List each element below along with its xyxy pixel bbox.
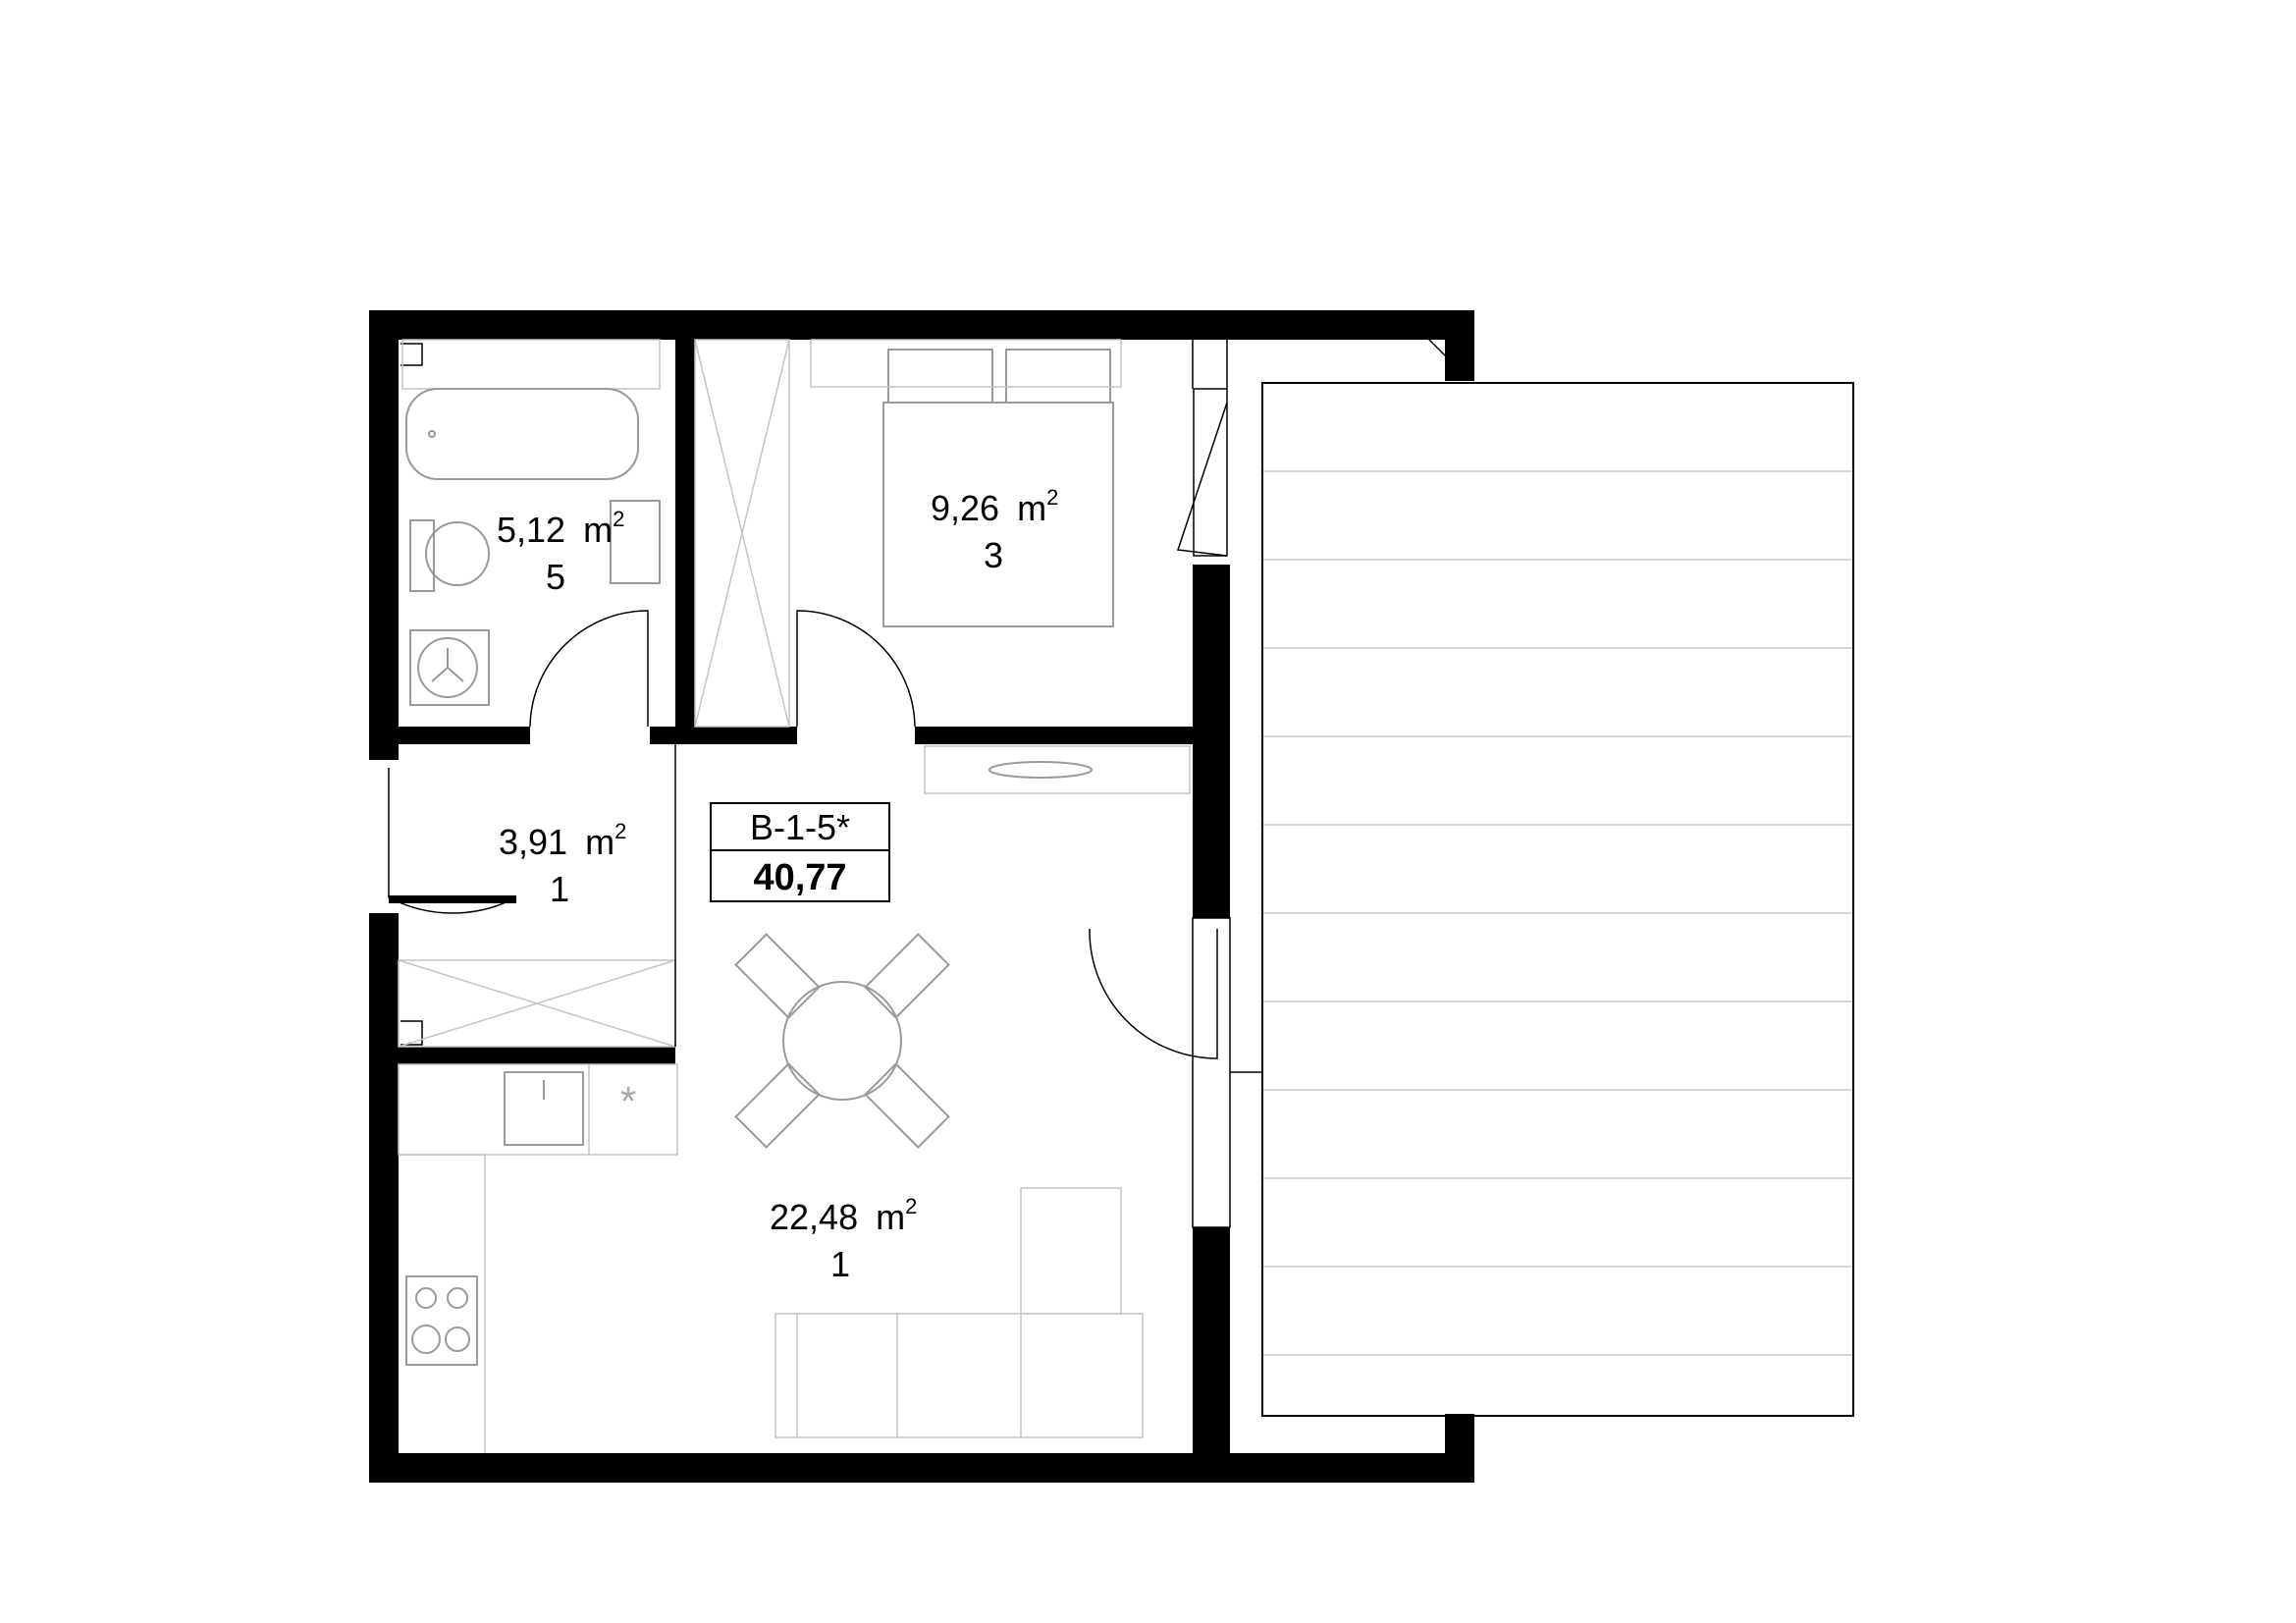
doors [388,388,1228,1059]
door-bathroom [529,610,649,728]
toilet [425,521,490,586]
washing-machine [409,629,490,706]
bedroom-number: 3 [984,535,1003,575]
door-entrance [388,768,517,914]
wall-insets [400,333,1446,1046]
cooktop [405,1275,478,1366]
wall-bath-bottom-r [650,727,797,744]
bedroom-fixtures [694,339,1122,728]
wall-hall-entrance-stub [389,895,516,903]
living-area: 22,48 [770,1197,858,1237]
wall-top [369,310,1474,340]
door-bedroom [796,610,916,728]
unit-label-box [710,802,890,902]
kitchen-sink [504,1071,584,1146]
sink-mark: * [620,1078,636,1124]
dining-table [782,981,902,1101]
door-terrace [1089,928,1218,1059]
hallway-area: 3,91 [499,822,567,862]
wall-hall-closet [399,1047,675,1064]
wall-left-upper [369,310,399,760]
wall-bottom [369,1453,1474,1483]
terrace-deck-boards [1263,470,1852,1356]
living-fixtures [398,745,1262,1453]
bed [882,402,1114,627]
wall-east-segment-1 [1193,565,1230,918]
hallway-fixtures [398,744,676,1048]
bathroom-number: 5 [546,557,565,597]
wall-east-segment-2 [1193,1227,1230,1463]
wall-bath-bottom [399,727,530,744]
kitchen-counter [399,1154,486,1453]
exterior-walls [369,310,1474,1483]
unit-total-area: 40,77 [753,857,846,898]
unit-code: B-1-5* [750,807,850,847]
interior-walls [389,340,1193,1064]
bathroom-fixtures [401,339,661,706]
bathroom-sink [610,500,661,584]
wall-left-lower [369,913,399,1483]
bathtub [405,388,639,480]
hallway-number: 1 [550,869,569,909]
bathroom-area: 5,12 [497,510,565,550]
wall-bath-bed [675,340,695,732]
bedroom-area: 9,26 [931,488,999,528]
unit-label: B-1-5* 40,77 [710,802,890,902]
wall-right-bottom-stub [1445,1414,1474,1483]
terrace [1261,382,1854,1417]
terrace-outline [1261,382,1854,1417]
sofa [774,1313,1144,1438]
wall-right-top-stub [1445,310,1474,381]
wall-bed-bottom [915,727,1193,744]
living-number: 1 [830,1244,850,1284]
wardrobe [694,339,790,728]
